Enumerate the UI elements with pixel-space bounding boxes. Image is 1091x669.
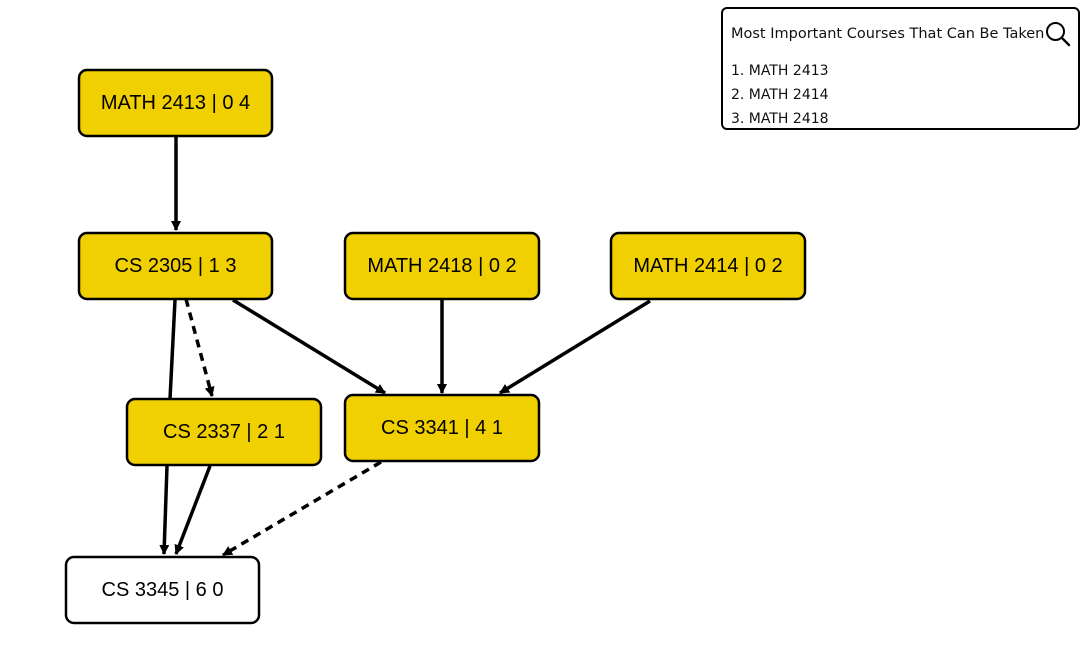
node-box	[343, 393, 541, 463]
list-item: 1. MATH 2413	[731, 63, 829, 79]
node-cs2337[interactable]: CS 2337 | 2 1	[125, 397, 323, 467]
search-icon	[1046, 22, 1071, 47]
node-label: MATH 2413 | 0 4	[101, 92, 250, 114]
node-label: MATH 2414 | 0 2	[633, 255, 782, 277]
node-math2418[interactable]: MATH 2418 | 0 2	[343, 231, 541, 301]
edge-cs2305-cs3341	[232, 298, 386, 395]
list-item: 3. MATH 2418	[731, 111, 829, 127]
edge-cs2305-cs3345	[168, 299, 177, 400]
node-box	[343, 231, 541, 301]
edge-cs2305-cs3345-tail	[159, 465, 170, 555]
node-label: MATH 2418 | 0 2	[367, 255, 516, 277]
node-math2413[interactable]: MATH 2413 | 0 4	[77, 68, 274, 138]
list-item: 2. MATH 2414	[731, 87, 829, 103]
important-courses-list: 1. MATH 2413 2. MATH 2414 3. MATH 2418	[731, 59, 829, 131]
node-label: CS 3341 | 4 1	[381, 417, 503, 439]
edge-cs2305-cs2337	[184, 298, 215, 397]
edge-cs2337-cs3345	[174, 465, 212, 555]
panel-header: Most Important Courses That Can Be Taken	[731, 19, 1072, 49]
edge-math2414-cs3341	[499, 299, 651, 395]
node-box	[64, 555, 261, 625]
node-math2414[interactable]: MATH 2414 | 0 2	[609, 231, 807, 301]
node-label: CS 2337 | 2 1	[163, 421, 285, 443]
edges-layer	[159, 136, 651, 557]
node-label: CS 3345 | 6 0	[102, 579, 224, 601]
important-courses-panel: Most Important Courses That Can Be Taken…	[721, 7, 1080, 130]
node-box	[125, 397, 323, 467]
search-button[interactable]	[1044, 19, 1072, 49]
node-label: CS 2305 | 1 3	[115, 255, 237, 277]
node-cs3345[interactable]: CS 3345 | 6 0	[64, 555, 261, 625]
node-box	[77, 231, 274, 301]
node-box	[609, 231, 807, 301]
panel-title: Most Important Courses That Can Be Taken	[731, 26, 1045, 42]
edge-cs3341-cs3345	[222, 460, 382, 557]
nodes-layer: MATH 2413 | 0 4 CS 2305 | 1 3 MATH 2418 | …	[64, 68, 807, 625]
node-cs3341[interactable]: CS 3341 | 4 1	[343, 393, 541, 463]
node-box	[77, 68, 274, 138]
node-cs2305[interactable]: CS 2305 | 1 3	[77, 231, 274, 301]
